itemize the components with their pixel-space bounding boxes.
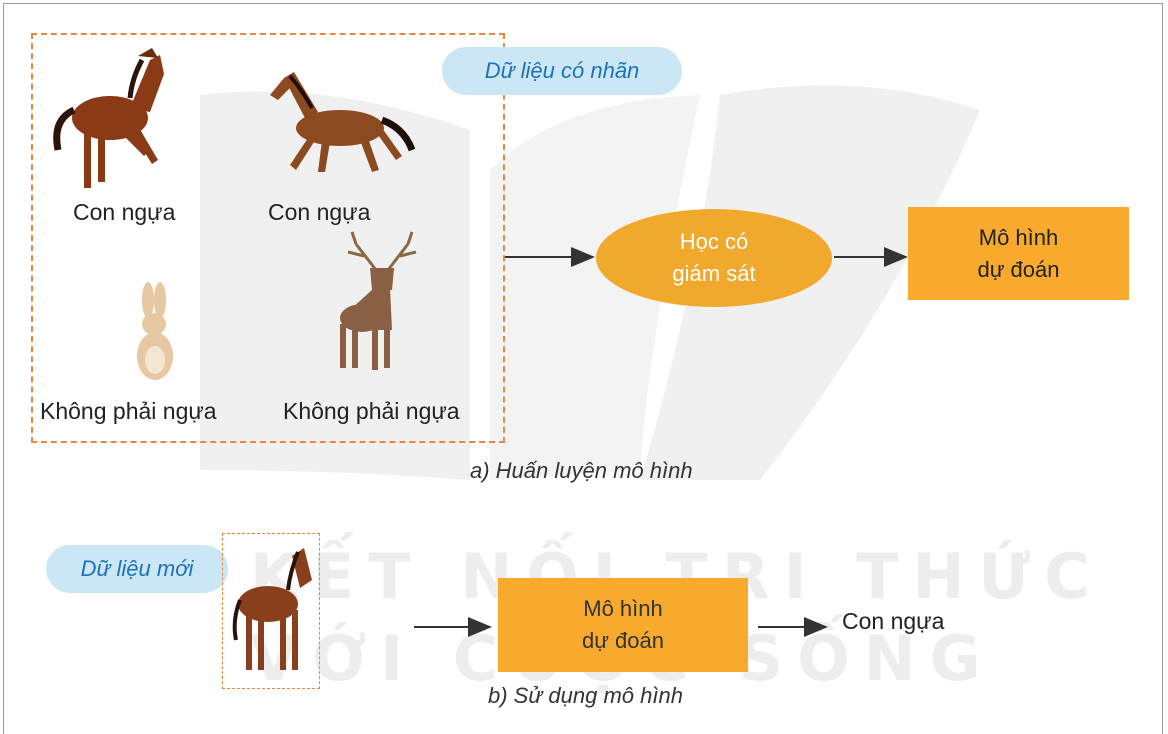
sample-label: Con ngựa — [73, 199, 176, 225]
model-line2: dự đoán — [977, 256, 1060, 282]
sample-label: Không phải ngựa — [283, 398, 460, 424]
process-line1: Học có — [679, 229, 749, 254]
labeled-data-box — [31, 33, 505, 443]
sample-label: Con ngựa — [268, 199, 371, 225]
prediction-model-box-usage: Mô hình dự đoán — [498, 578, 748, 672]
supervised-learning-node: Học có giám sát — [596, 209, 832, 307]
prediction-model-box: Mô hình dự đoán — [908, 207, 1129, 300]
usage-model-line2: dự đoán — [581, 628, 665, 653]
usage-model-line1: Mô hình — [583, 596, 663, 621]
caption-training: a) Huấn luyện mô hình — [470, 458, 693, 483]
process-line2: giám sát — [672, 261, 756, 286]
new-data-tag: Dữ liệu mới — [46, 545, 228, 593]
figure-frame — [3, 3, 1163, 734]
sample-label: Không phải ngựa — [40, 398, 217, 424]
prediction-result: Con ngựa — [842, 608, 945, 634]
new-data-box — [222, 533, 320, 689]
model-line1: Mô hình — [978, 224, 1059, 250]
caption-usage: b) Sử dụng mô hình — [488, 683, 683, 708]
labeled-data-tag: Dữ liệu có nhãn — [442, 47, 682, 95]
